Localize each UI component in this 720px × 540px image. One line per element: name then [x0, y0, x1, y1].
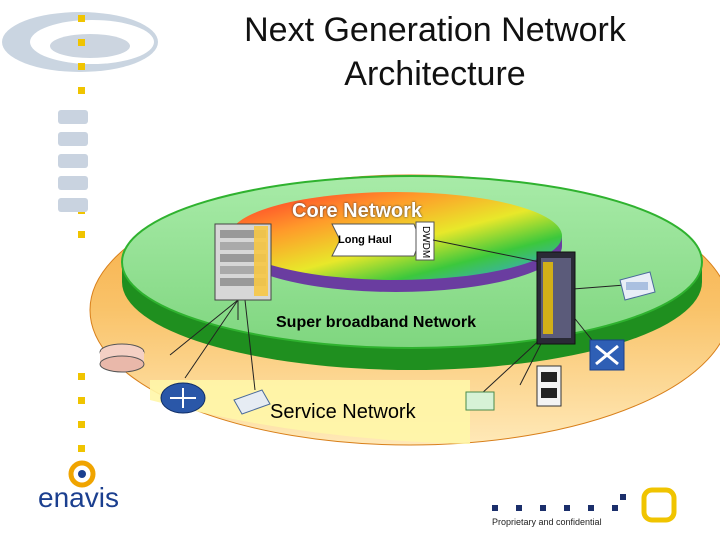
brand-name: enavis — [38, 482, 119, 513]
service-network-label: Service Network — [270, 401, 416, 423]
super-broadband-label: Super broadband Network — [276, 314, 477, 331]
core-network-label: Core Network — [292, 200, 423, 222]
dwdm-box — [415, 221, 435, 261]
router-cylinder-icon — [99, 343, 145, 373]
core-router-rack-icon — [214, 223, 272, 301]
footer-confidential: Proprietary and confidential — [492, 517, 602, 527]
long-haul-label: Long Haul — [338, 234, 392, 246]
switch-top-right-icon — [619, 271, 656, 301]
corner-square-icon — [641, 487, 677, 523]
bottom-dot-row — [492, 494, 626, 511]
title-line-1: Next Generation Network — [244, 11, 626, 49]
msa-rack-icon — [536, 251, 576, 345]
grey-blocks — [58, 110, 88, 212]
cross-connect-icon — [589, 339, 625, 371]
service-highlight — [150, 380, 470, 444]
access-server-icon — [536, 365, 562, 407]
dot-rail — [78, 15, 85, 452]
brand-logo-icon — [68, 460, 96, 488]
blue-router-icon — [160, 382, 206, 414]
long-haul-arrow — [331, 223, 421, 257]
dwdm-label: DWDM — [420, 226, 431, 259]
slide-title: Next Generation Network Architecture — [200, 8, 670, 96]
edge-switch-icon — [465, 391, 495, 411]
title-line-2: Architecture — [344, 55, 526, 93]
service-switch-icon — [233, 389, 271, 415]
